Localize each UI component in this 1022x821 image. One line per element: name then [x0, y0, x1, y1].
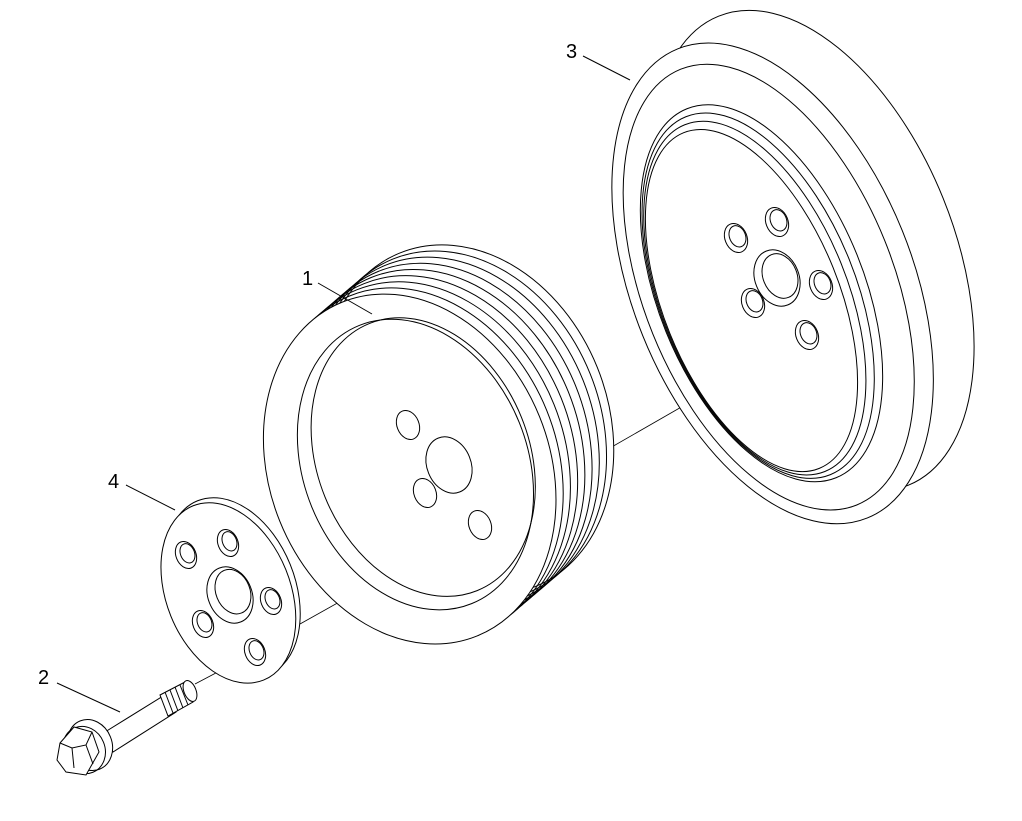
- leader-line-2: [56, 682, 121, 713]
- callout-2: 2: [38, 667, 49, 689]
- leader-line-3: [582, 55, 631, 81]
- callout-labels: 1 2 3 4: [38, 41, 577, 689]
- part-2-bolt: [56, 680, 198, 776]
- callout-3: 3: [566, 41, 577, 63]
- callout-4: 4: [108, 471, 119, 493]
- part-4-bolt-pattern: [174, 528, 283, 667]
- leader-line-1: [317, 282, 373, 315]
- leader-line-4: [125, 484, 176, 511]
- callout-1: 1: [302, 268, 313, 290]
- part-3-bolt-pattern: [723, 206, 834, 351]
- callout-leaders: [56, 55, 631, 713]
- part-1-bolt-pattern: [395, 409, 493, 541]
- part-1-pulley: [262, 244, 615, 645]
